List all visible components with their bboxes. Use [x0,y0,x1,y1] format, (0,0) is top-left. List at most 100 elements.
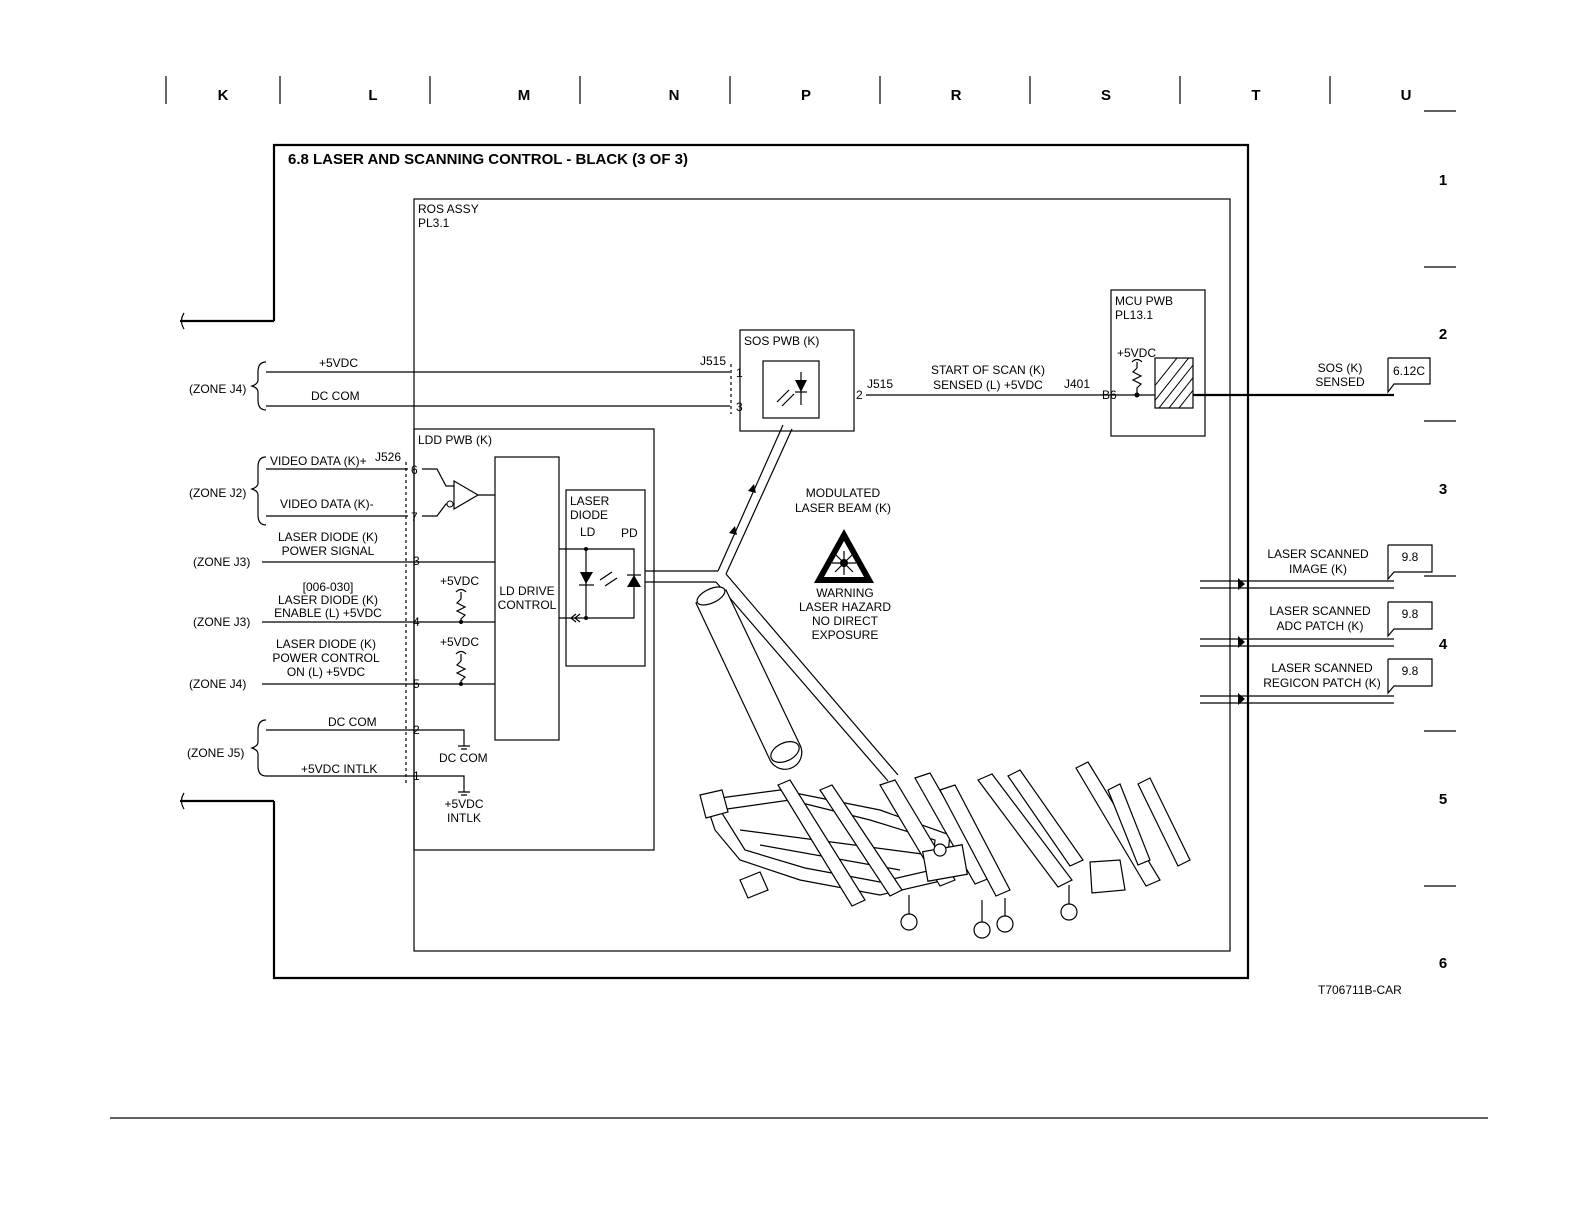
row-label-2: 2 [1439,326,1447,343]
pin-2: 2 [413,723,420,737]
column-label-m: M [518,87,531,104]
outer-frame [180,143,1250,980]
signal-dc-com: DC COM [311,389,360,403]
signal-intlk: +5VDC INTLK [301,762,377,776]
intlk-label: INTLK [447,811,481,825]
signal-ld-ctrl-1: LASER DIODE (K) [276,637,376,651]
sos-photodiode-icon [776,372,807,407]
intlk-5vdc-label: +5VDC [444,797,483,811]
signal-ld-power-1: LASER DIODE (K) [278,530,378,544]
connector-b6: B6 [1102,388,1117,402]
left-wiring [250,361,732,786]
signal-dc-com-2: DC COM [328,715,377,729]
sos-pin-3: 3 [736,400,743,414]
connector-j526: J526 [375,450,401,464]
pullup-5vdc-2: +5VDC [440,635,479,649]
diagram-title: 6.8 LASER AND SCANNING CONTROL - BLACK (… [288,151,688,168]
connector-j515-in: J515 [700,354,726,368]
zone-j4-ctrl: (ZONE J4) [189,677,246,691]
output-regicon-label-2: REGICON PATCH (K) [1263,676,1381,690]
ros-mechanism-illustration [695,586,1191,939]
laser-warning-icon [814,529,874,583]
pin-7: 7 [411,510,418,524]
warning-label-2: LASER HAZARD [799,600,891,614]
ldd-pwb-box [413,428,655,851]
output-image-label-1: LASER SCANNED [1267,547,1369,561]
signal-ld-enable-1: LASER DIODE (K) [278,593,378,607]
warning-label-4: EXPOSURE [812,628,879,642]
column-label-u: U [1401,87,1412,104]
pin-5: 5 [413,677,420,691]
mcu-ic-block [1154,357,1194,409]
signal-video-plus: VIDEO DATA (K)+ [270,454,367,468]
sos-pwb-box [739,329,855,432]
row-grid: 1 2 3 4 5 6 [1424,110,1456,972]
ldd-pin-wires [408,561,495,796]
beam-label-2: LASER BEAM (K) [795,501,891,515]
beam-label-1: MODULATED [806,486,881,500]
ldd-pwb-label: LDD PWB (K) [418,433,492,447]
column-label-l: L [368,87,377,104]
laser-diode-block [565,489,646,667]
laser-beam-path [645,424,899,782]
column-label-t: T [1251,87,1260,104]
signal-video-minus: VIDEO DATA (K)- [280,497,374,511]
warning-label-1: WARNING [816,586,874,600]
sos-output-label-2: SENSED [1315,375,1365,389]
mcu-pwb-label: MCU PWB [1115,294,1173,308]
pullup-5vdc-1: +5VDC [440,574,479,588]
pin-4: 4 [413,615,420,629]
ld-drive-label-2: CONTROL [498,598,557,612]
sos-pin-1: 1 [736,366,743,380]
pin-3: 3 [413,554,420,568]
signal-ld-ctrl-2: POWER CONTROL [272,651,380,665]
output-image-ref: 9.8 [1402,550,1419,564]
sos-output-label-1: SOS (K) [1318,361,1363,375]
signal-ld-enable-code: [006-030] [303,580,354,594]
column-label-r: R [951,87,962,104]
laser-diode-label-1: LASER [570,494,610,508]
warning-label-3: NO DIRECT [812,614,879,628]
sos-signal-label-1: START OF SCAN (K) [931,363,1045,377]
output-regicon-label-1: LASER SCANNED [1271,661,1373,675]
sos-pin-2: 2 [856,388,863,402]
column-label-k: K [218,87,229,104]
column-grid: K L M N P R S T U [165,76,1412,104]
output-signals [1200,544,1433,705]
output-adc-label-1: LASER SCANNED [1269,604,1371,618]
ld-label: LD [580,525,596,539]
ld-drive-label-1: LD DRIVE [499,584,554,598]
row-label-6: 6 [1439,955,1447,972]
output-image-label-2: IMAGE (K) [1289,562,1347,576]
sos-sensor-box [762,360,820,419]
row-label-4: 4 [1439,636,1448,653]
pin-1: 1 [413,769,420,783]
zone-j2: (ZONE J2) [189,486,246,500]
zone-j5: (ZONE J5) [187,746,244,760]
mcu-pwb-pl: PL13.1 [1115,308,1153,322]
output-regicon-ref: 9.8 [1402,664,1419,678]
column-label-s: S [1101,87,1111,104]
pd-label: PD [621,526,638,540]
connector-j401: J401 [1064,377,1090,391]
sos-ref-tag [1387,357,1431,394]
signal-5vdc: +5VDC [319,356,358,370]
row-label-3: 3 [1439,481,1447,498]
gnd-dc-com-label: DC COM [439,751,488,765]
mcu-pullup-resistor [1131,358,1143,398]
column-label-p: P [801,87,811,104]
ros-assy-label: ROS ASSY [418,202,479,216]
sos-pwb-label: SOS PWB (K) [744,334,819,348]
output-adc-label-2: ADC PATCH (K) [1277,619,1364,633]
connector-j515-out: J515 [867,377,893,391]
row-label-5: 5 [1439,791,1447,808]
signal-ld-ctrl-3: ON (L) +5VDC [287,665,366,679]
output-adc-ref: 9.8 [1402,607,1419,621]
pin-6: 6 [411,463,418,477]
zone-j4-top: (ZONE J4) [189,382,246,396]
signal-ld-enable-2: ENABLE (L) +5VDC [274,606,382,620]
video-buffer-amp [422,468,495,517]
signal-ld-power-2: POWER SIGNAL [282,544,375,558]
laser-diode-label-2: DIODE [570,508,608,522]
